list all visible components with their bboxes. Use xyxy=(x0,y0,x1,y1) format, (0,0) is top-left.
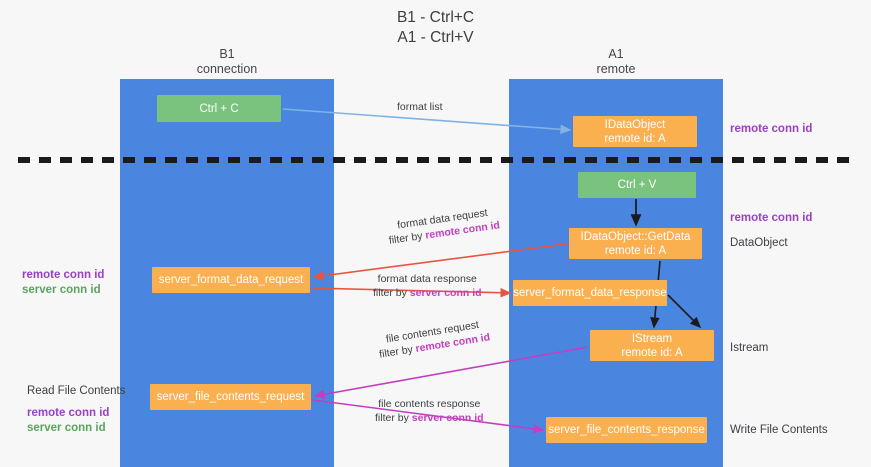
node-istream[interactable]: IStream remote id: A xyxy=(590,330,714,361)
node-istream-remote-id: remote id: A xyxy=(621,346,683,359)
annotation-left-mid-server-conn-id: server conn id xyxy=(22,284,101,296)
node-server-format-data-request[interactable]: server_format_data_request xyxy=(152,267,310,293)
node-server-format-data-response-label: server_format_data_response xyxy=(513,287,667,299)
annotation-remote-conn-id-mid-text: remote conn id xyxy=(730,212,813,224)
annotation-write-file-contents-text: Write File Contents xyxy=(730,424,828,436)
edge-label-file-contents-response-text: file contents response xyxy=(378,398,481,410)
node-server-format-data-request-label: server_format_data_request xyxy=(158,274,304,286)
edge-label-format-list: format list xyxy=(397,100,443,114)
swimlane-b1-name: B1 xyxy=(219,47,235,61)
swimlane-header-b1: B1 connection xyxy=(120,47,334,77)
annotation-read-file-contents-text: Read File Contents xyxy=(27,385,126,397)
edge-label-format-data-response-text: format data response xyxy=(377,273,477,285)
annotation-write-file-contents: Write File Contents xyxy=(730,423,828,438)
swimlane-a1-role: remote xyxy=(596,62,636,76)
edge-label-format-data-response: format data response filter by server co… xyxy=(373,272,482,300)
node-getdata-title: IDataObject::GetData xyxy=(580,230,691,243)
edge-label-file-contents-response-prefix: filter by xyxy=(375,412,412,424)
arrow-file-contents-response xyxy=(312,399,545,434)
arrow-response-to-istream xyxy=(667,294,702,329)
annotation-istream-text: Istream xyxy=(730,342,769,354)
edge-label-format-data-response-emphasis: server conn id xyxy=(409,287,482,299)
node-server-file-contents-response[interactable]: server_file_contents_response xyxy=(546,417,707,443)
node-idataobject-title: IDataObject xyxy=(604,118,666,131)
edge-label-format-list-text: format list xyxy=(397,101,443,113)
annotation-dataobject: DataObject xyxy=(730,236,788,251)
swimlane-b1-role: connection xyxy=(196,62,258,76)
annotation-left-bot-server-conn-id: server conn id xyxy=(27,422,106,434)
swimlane-header-a1: A1 remote xyxy=(509,47,723,77)
annotation-remote-conn-id-mid: remote conn id xyxy=(730,211,812,226)
annotation-left-mid-remote-conn-id: remote conn id xyxy=(22,269,105,281)
edge-label-file-contents-response: file contents response filter by server … xyxy=(375,397,484,425)
node-server-file-contents-request-label: server_file_contents_request xyxy=(156,391,305,403)
node-server-file-contents-request[interactable]: server_file_contents_request xyxy=(150,384,311,410)
arrow-format-data-response xyxy=(311,287,512,298)
title-line-1: B1 - Ctrl+C xyxy=(396,9,475,26)
node-idataobject-remote-id: remote id: A xyxy=(604,132,666,145)
arrow-file-contents-request xyxy=(313,346,589,400)
node-server-file-contents-response-label: server_file_contents_response xyxy=(548,424,705,436)
node-ctrl-c-label: Ctrl + C xyxy=(199,102,239,115)
annotation-dataobject-text: DataObject xyxy=(730,237,788,249)
annotation-left-bot-remote-conn-id: remote conn id xyxy=(27,407,110,419)
node-getdata-remote-id: remote id: A xyxy=(604,244,667,257)
edge-label-file-contents-response-emphasis: server conn id xyxy=(411,412,484,424)
annotation-remote-conn-id-top: remote conn id xyxy=(730,122,812,137)
arrow-format-list xyxy=(282,108,572,135)
swimlane-a1-name: A1 xyxy=(608,47,624,61)
node-istream-title: IStream xyxy=(631,332,673,345)
annotation-istream: Istream xyxy=(730,341,768,356)
title-line-2: A1 - Ctrl+V xyxy=(397,29,474,46)
diagram-title: B1 - Ctrl+C A1 - Ctrl+V xyxy=(0,8,871,48)
node-ctrl-v[interactable]: Ctrl + V xyxy=(578,172,696,198)
node-ctrl-c[interactable]: Ctrl + C xyxy=(157,95,281,122)
annotation-remote-conn-id-top-text: remote conn id xyxy=(730,123,813,135)
node-idataobject-getdata[interactable]: IDataObject::GetData remote id: A xyxy=(569,228,702,259)
node-idataobject[interactable]: IDataObject remote id: A xyxy=(573,116,697,147)
arrow-format-data-request xyxy=(312,243,567,281)
annotation-left-conn-ids-mid: remote conn id server conn id xyxy=(22,268,104,298)
edge-label-format-data-response-prefix: filter by xyxy=(373,287,410,299)
annotation-left-read-file-contents: Read File Contents remote conn id server… xyxy=(27,384,125,436)
node-ctrl-v-label: Ctrl + V xyxy=(617,179,657,191)
node-server-format-data-response[interactable]: server_format_data_response xyxy=(513,280,667,306)
